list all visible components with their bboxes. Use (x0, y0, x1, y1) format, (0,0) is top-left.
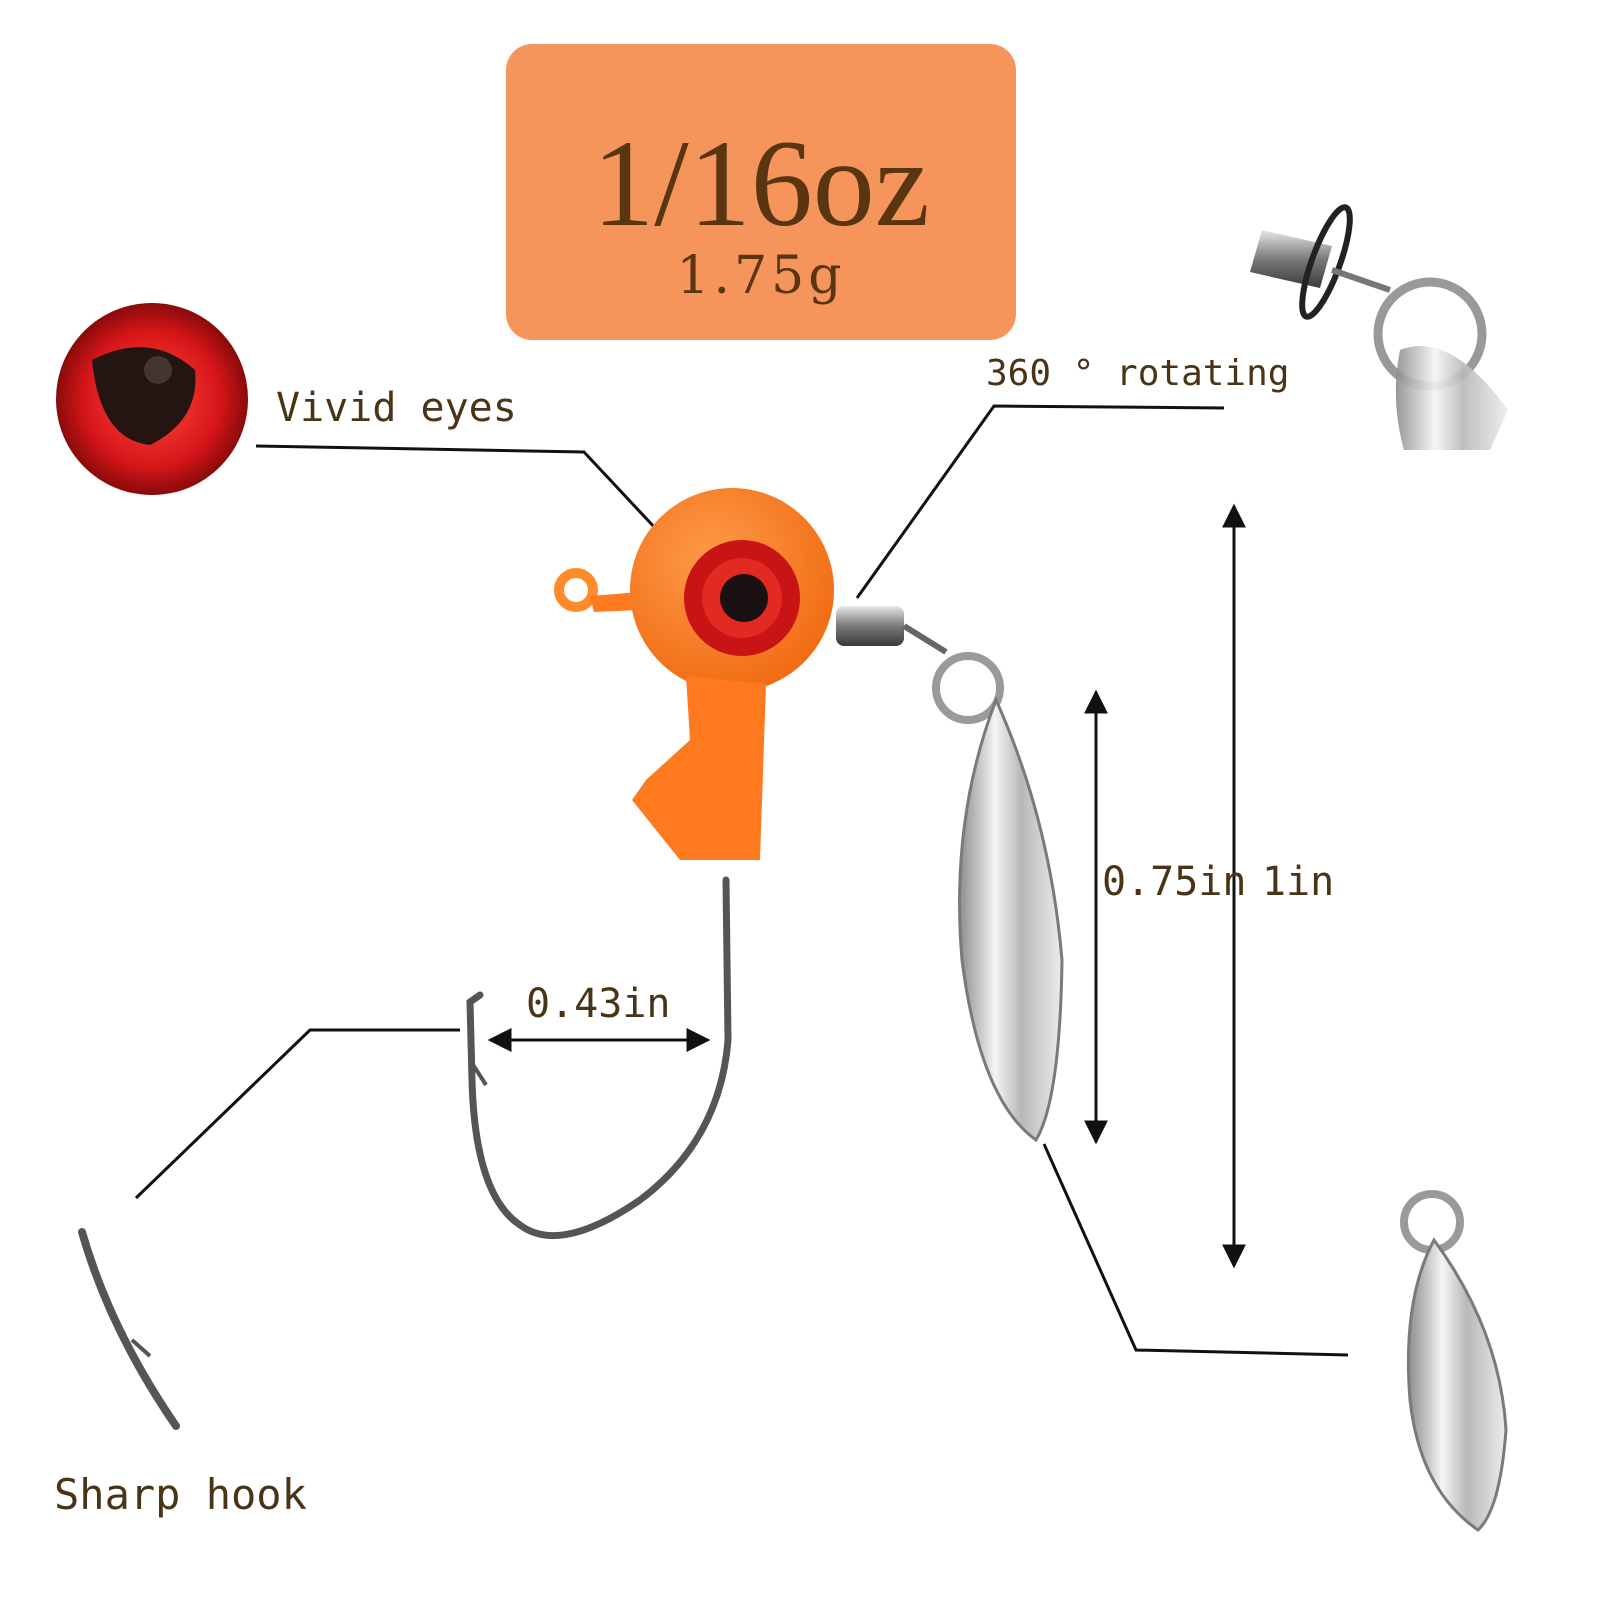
swivel-closeup (1250, 204, 1508, 450)
rotating-leader-line (855, 404, 1225, 599)
hook-gap-label: 0.43in (526, 981, 671, 1027)
weight-oz-text: 1/16oz (592, 115, 930, 252)
weight-badge: 1/16oz 1.75g (506, 44, 1016, 340)
total-length-label: 1in (1262, 859, 1335, 905)
blade-leader-line (1042, 1143, 1349, 1357)
hook-point-closeup (78, 1228, 180, 1430)
blade-length-label: 0.75in (1102, 859, 1247, 905)
weight-grams-text: 1.75g (676, 246, 846, 306)
vivid-eyes-label: Vivid eyes (276, 385, 517, 431)
jig-head (554, 488, 834, 860)
swivel (836, 606, 1004, 724)
hook-leader-line (134, 1028, 460, 1200)
hook-wire (466, 876, 732, 1240)
willow-blade (958, 696, 1064, 1143)
rotating-label: 360 ° rotating (986, 353, 1290, 394)
eye-closeup (56, 303, 248, 495)
sharp-hook-label: Sharp hook (54, 1470, 307, 1519)
blade-closeup (1400, 1190, 1508, 1532)
